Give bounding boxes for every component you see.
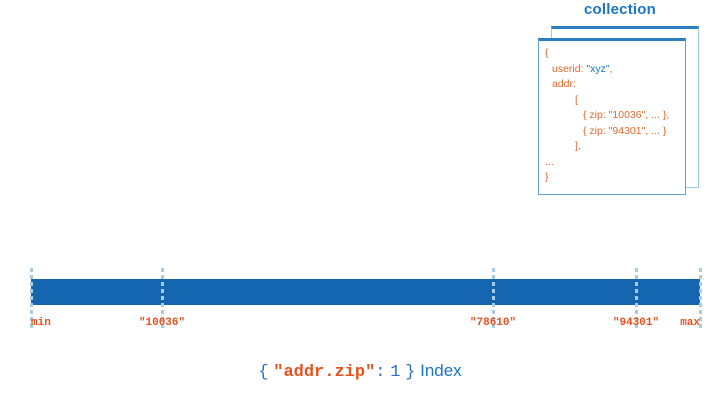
json-token-punct: ... [545,155,554,168]
document-json-line: userid: "xyz", [545,62,685,78]
index-tick-label: max [680,317,700,329]
document-json-line: } [545,170,685,186]
caption-label: Index [420,361,462,380]
index-tick-label: min [31,317,51,329]
index-tick [492,268,495,328]
document-json-line: { zip: "10036", ... }, [545,108,685,124]
json-token-punct: ], [575,140,581,152]
document-json-line: { zip: "94301", ... } [545,124,685,140]
document-json-line: ... [545,155,685,171]
json-token-key: userid: [552,62,587,75]
caption-field: "addr.zip" [273,363,376,382]
caption-close-brace: } [405,363,416,382]
index-caption: { "addr.zip": 1 } Index [0,361,720,382]
index-tick [161,268,164,328]
caption-value: 1 [390,363,401,382]
document-json-line: ], [545,139,685,155]
index-tick [699,268,702,328]
json-token-punct: { zip: "10036", ... }, [583,109,670,121]
json-token-punct: , [609,62,613,75]
document-card-front [538,38,686,195]
caption-open-brace: { [258,363,269,382]
index-tick-label: "78610" [469,317,517,329]
index-tick-label: "94301" [612,317,660,329]
document-json: {userid: "xyz",addr:[{ zip: "10036", ...… [545,46,685,186]
json-token-punct: } [545,171,549,183]
json-token-punct: [ [575,93,578,106]
json-token-punct: { zip: "94301", ... } [583,124,667,137]
index-tick [30,268,33,328]
document-json-line: { [545,46,685,62]
document-json-line: addr: [545,77,685,93]
document-json-line: [ [545,93,685,109]
index-tick [635,268,638,328]
json-token-key: addr: [552,78,576,90]
index-tick-label: "10036" [138,317,186,329]
json-token-val: "xyz" [586,62,610,75]
collection-title: collection [583,1,656,18]
caption-colon: : [375,363,386,382]
index-bar [31,279,700,305]
json-token-punct: { [545,47,549,59]
